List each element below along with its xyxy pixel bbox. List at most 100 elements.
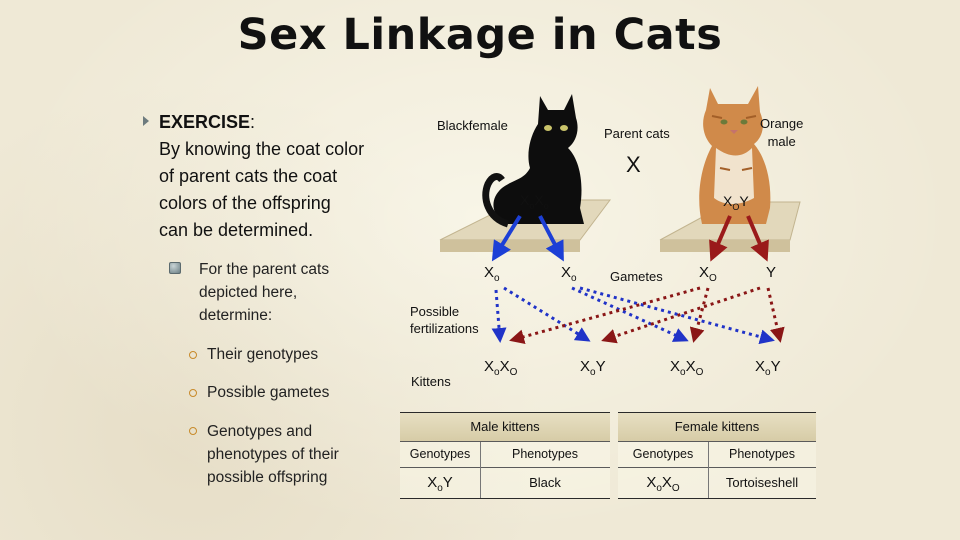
kittens-label: Kittens <box>411 374 451 389</box>
black-cat-icon <box>482 94 584 228</box>
sub-line: For the parent cats <box>199 261 330 278</box>
allele-sub: o <box>590 367 596 378</box>
allele: X <box>534 192 544 208</box>
arrow-female-gamete-1 <box>491 214 522 262</box>
gamete-sub: o <box>494 273 500 284</box>
allele-sub: o <box>680 367 686 378</box>
allele-sub: O <box>695 367 704 378</box>
kitten-genotype-2: XoY <box>580 358 606 378</box>
kitten-genotype-3: XoXO <box>670 358 703 378</box>
exercise-line: can be determined. <box>159 220 314 240</box>
male-genotype: XOY <box>723 193 749 212</box>
allele: Y <box>595 358 606 375</box>
arrow-female-gamete-2 <box>538 215 564 262</box>
gamete-female-1: Xo <box>484 264 500 284</box>
female-genotype: XoXo <box>520 192 549 211</box>
item-line: phenotypes of their <box>207 446 339 463</box>
male-phenotype-value: Black <box>529 475 561 490</box>
sub-line: determine: <box>199 307 273 324</box>
allele-sub: O <box>509 367 518 378</box>
female-kittens-title: Female kittens <box>674 419 760 434</box>
orange-male-line: Orange <box>760 116 804 131</box>
allele-sub: O <box>671 483 680 494</box>
black-female-label: Blackfemale <box>437 118 508 133</box>
exercise-line: colors of the offspring <box>159 193 331 213</box>
gamete-male-1: XO <box>699 264 717 284</box>
allele: Y <box>770 358 781 375</box>
female-col-phenotypes: Phenotypes <box>728 447 796 461</box>
ring-bullet-icon <box>189 351 197 359</box>
item-line: possible offspring <box>207 469 328 486</box>
male-kittens-table: Male kittens Genotypes Phenotypes XoY Bl… <box>400 412 610 502</box>
item-line: Possible gametes <box>207 384 330 401</box>
gamete-main: Y <box>766 264 777 281</box>
gamete-main: X <box>699 264 710 281</box>
gamete-female-2: Xo <box>561 264 577 284</box>
arrow-male-gamete-2 <box>746 215 769 262</box>
allele: X <box>670 358 681 375</box>
female-col-genotypes: Genotypes <box>632 447 694 461</box>
exercise-block: EXERCISE: By knowing the coat color of p… <box>159 109 364 244</box>
item-genotypes: Their genotypes <box>207 343 318 366</box>
orange-male-line: male <box>767 134 796 149</box>
item-gametes: Possible gametes <box>207 381 329 404</box>
male-col-phenotypes: Phenotypes <box>511 447 579 461</box>
exercise-line: of parent cats the coat <box>159 166 338 186</box>
square-bullet-icon <box>169 262 181 274</box>
allele-sub: o <box>765 367 771 378</box>
male-kittens-title: Male kittens <box>470 419 540 434</box>
cross-symbol: X <box>626 152 641 177</box>
female-genotype-value: XoXO <box>618 474 708 494</box>
allele-sub: o <box>543 200 549 211</box>
parent-cats-label: Parent cats <box>604 126 670 141</box>
kitten-genotype-4: XoY <box>755 358 781 378</box>
exercise-line: By knowing the coat color <box>159 139 365 159</box>
gamete-sub: o <box>571 273 577 284</box>
gamete-male-2: Y <box>766 264 776 281</box>
kitten-genotype-1: XoXO <box>484 358 517 378</box>
allele: X <box>646 474 657 491</box>
male-col-genotypes: Genotypes <box>409 447 471 461</box>
exercise-colon: : <box>250 112 256 132</box>
fertilizations-line: Possible <box>410 304 460 319</box>
gamete-main: X <box>484 264 495 281</box>
slide-title: Sex Linkage in Cats <box>237 10 723 60</box>
allele: X <box>755 358 766 375</box>
allele: X <box>427 474 438 491</box>
allele: Y <box>442 474 453 491</box>
allele: X <box>723 193 733 209</box>
allele: X <box>685 358 696 375</box>
gamete-main: X <box>561 264 572 281</box>
item-line: Their genotypes <box>207 346 319 363</box>
female-phenotype-value: Tortoiseshell <box>725 475 799 490</box>
allele-sub: o <box>437 483 443 494</box>
ring-bullet-icon <box>189 427 197 435</box>
allele: X <box>580 358 591 375</box>
orange-male-label: Orange male <box>760 115 803 151</box>
orange-cat-icon <box>699 86 771 224</box>
female-kittens-table: Female kittens Genotypes Phenotypes XoXO… <box>618 412 816 502</box>
allele: X <box>661 474 672 491</box>
ring-bullet-icon <box>189 389 197 397</box>
fertilizations-line: fertilizations <box>410 321 479 336</box>
arrow-male-gamete-1 <box>709 215 732 262</box>
allele-sub: o <box>656 483 662 494</box>
male-genotype-value: XoY <box>400 474 480 494</box>
allele: X <box>484 358 495 375</box>
bullet-arrow-icon <box>143 116 149 126</box>
allele: X <box>499 358 510 375</box>
allele: Y <box>739 193 749 209</box>
exercise-label: EXERCISE <box>159 112 251 132</box>
allele-sub: o <box>529 200 535 211</box>
allele-sub: O <box>732 201 740 212</box>
fertilizations-label: Possible fertilizations <box>410 303 479 337</box>
item-offspring: Genotypes and phenotypes of their possib… <box>207 420 339 489</box>
gamete-sub: O <box>709 273 717 284</box>
gametes-label: Gametes <box>610 269 663 284</box>
allele: X <box>520 192 530 208</box>
sub-instruction: For the parent cats depicted here, deter… <box>199 258 329 327</box>
item-line: Genotypes and <box>207 423 313 440</box>
allele-sub: o <box>494 367 500 378</box>
sub-line: depicted here, <box>199 284 298 301</box>
